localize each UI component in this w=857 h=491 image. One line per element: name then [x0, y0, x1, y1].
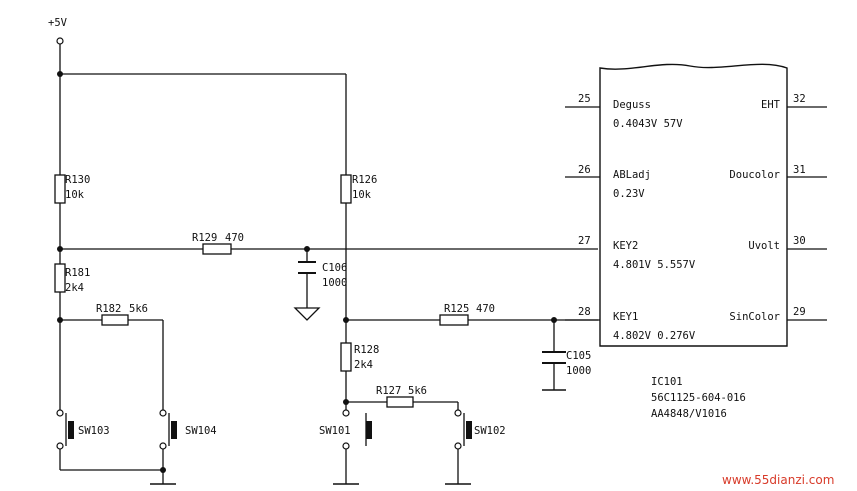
r182-value: 5k6 — [129, 303, 148, 315]
capacitor-c105: C105 1000 — [542, 350, 591, 377]
r126-ref: R126 — [352, 174, 377, 186]
pin-30-name: Uvolt — [748, 240, 780, 252]
c106-value: 1000 — [322, 277, 347, 289]
watermark-text: www.55dianzi.com — [722, 473, 834, 487]
resistor-r181: R181 2k4 — [54, 263, 90, 294]
sw101-label: SW101 — [319, 425, 351, 437]
r130-value: 10k — [65, 189, 85, 201]
resistor-r127: R127 5k6 — [376, 385, 427, 408]
r127-ref: R127 — [376, 385, 401, 397]
r181-ref: R181 — [65, 267, 90, 279]
r181-value: 2k4 — [65, 282, 84, 294]
r129-value: 470 — [225, 232, 244, 244]
resistor-r126: R126 10k — [340, 174, 377, 204]
r129-ref: R129 — [192, 232, 217, 244]
pin-28-voltage: 4.802V 0.276V — [613, 330, 696, 342]
resistor-r130: R130 10k — [54, 174, 90, 204]
supply-label: +5V — [48, 17, 68, 29]
switch-sw101: SW101 — [319, 409, 372, 450]
pin-26-voltage: 0.23V — [613, 188, 645, 200]
junctions — [57, 71, 557, 473]
pin-29-name: SinColor — [729, 311, 780, 323]
pin-26-name: ABLadj — [613, 169, 651, 181]
r128-value: 2k4 — [354, 359, 373, 371]
resistor-r129: R129 470 — [192, 232, 244, 255]
sw102-label: SW102 — [474, 425, 506, 437]
sw104-label: SW104 — [185, 425, 217, 437]
pin-27-number: 27 — [578, 235, 591, 247]
r128-ref: R128 — [354, 344, 379, 356]
switch-sw104: SW104 — [159, 409, 217, 450]
resistor-r125: R125 470 — [439, 303, 495, 326]
pin-27-voltage: 4.801V 5.557V — [613, 259, 696, 271]
r127-value: 5k6 — [408, 385, 427, 397]
capacitor-c106: C106 1000 — [298, 261, 347, 289]
pin-28-name: KEY1 — [613, 311, 638, 323]
pin-31-number: 31 — [793, 164, 806, 176]
switch-sw102: SW102 — [454, 409, 506, 450]
c106-ref: C106 — [322, 262, 347, 274]
pin-30-number: 30 — [793, 235, 806, 247]
resistor-r128: R128 2k4 — [340, 342, 379, 372]
pin-32-name: EHT — [761, 99, 781, 111]
pin-26-number: 26 — [578, 164, 591, 176]
r130-ref: R130 — [65, 174, 90, 186]
pin-25-number: 25 — [578, 93, 591, 105]
resistor-r182: R182 5k6 — [96, 303, 148, 326]
supply-terminal: +5V — [48, 17, 68, 45]
pin-28-number: 28 — [578, 306, 591, 318]
c105-value: 1000 — [566, 365, 591, 377]
r182-ref: R182 — [96, 303, 121, 315]
r125-value: 470 — [476, 303, 495, 315]
ic-part-number-1: 56C1125-604-016 — [651, 392, 746, 404]
r125-ref: R125 — [444, 303, 469, 315]
pin-25-name: Deguss — [613, 99, 651, 111]
pin-31-name: Doucolor — [729, 169, 780, 181]
ic101-chip: 25 Deguss 0.4043V 57V 26 ABLadj 0.23V 27… — [565, 63, 827, 420]
pin-25-voltage: 0.4043V 57V — [613, 118, 683, 130]
ic-part-number-2: AA4848/V1016 — [651, 408, 727, 420]
sw103-label: SW103 — [78, 425, 110, 437]
pin-27-name: KEY2 — [613, 240, 638, 252]
ic-ref-label: IC101 — [651, 376, 683, 388]
switch-sw103: SW103 — [56, 409, 110, 450]
wires — [59, 44, 598, 484]
c105-ref: C105 — [566, 350, 591, 362]
pin-32-number: 32 — [793, 93, 806, 105]
r126-value: 10k — [352, 189, 372, 201]
pin-29-number: 29 — [793, 306, 806, 318]
ground-triangle-icon — [293, 307, 321, 321]
